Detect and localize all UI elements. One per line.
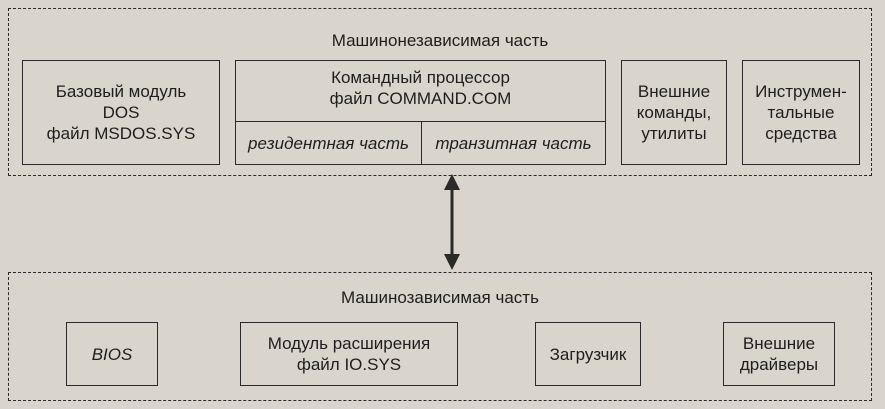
bios-box: BIOS bbox=[66, 322, 158, 386]
command-processor-title: Командный процессор файл COMMAND.COM bbox=[329, 68, 512, 108]
command-processor-divider bbox=[236, 121, 605, 122]
resident-part: резидентная часть bbox=[248, 133, 409, 153]
base-module-box: Базовый модуль DOS файл MSDOS.SYS bbox=[22, 60, 220, 165]
loader-box: Загрузчик bbox=[535, 322, 641, 386]
transient-part: транзитная часть bbox=[435, 133, 592, 153]
machine-dependent-group: Машинозависимая часть bbox=[8, 272, 872, 401]
extension-module-box: Модуль расширения файл IO.SYS bbox=[240, 322, 458, 386]
machine-dependent-title: Машинозависимая часть bbox=[341, 288, 539, 307]
machine-independent-title: Машинонезависимая часть bbox=[331, 31, 549, 50]
tools-box: Инструмен- тальные средства bbox=[742, 60, 860, 165]
external-commands-box: Внешние команды, утилиты bbox=[621, 60, 727, 165]
machine-independent-group: Машинонезависимая часть bbox=[8, 8, 872, 176]
command-processor-box: Командный процессор файл COMMAND.COM рез… bbox=[235, 60, 606, 165]
external-drivers-box: Внешние драйверы bbox=[723, 322, 835, 386]
command-processor-split bbox=[421, 121, 422, 164]
